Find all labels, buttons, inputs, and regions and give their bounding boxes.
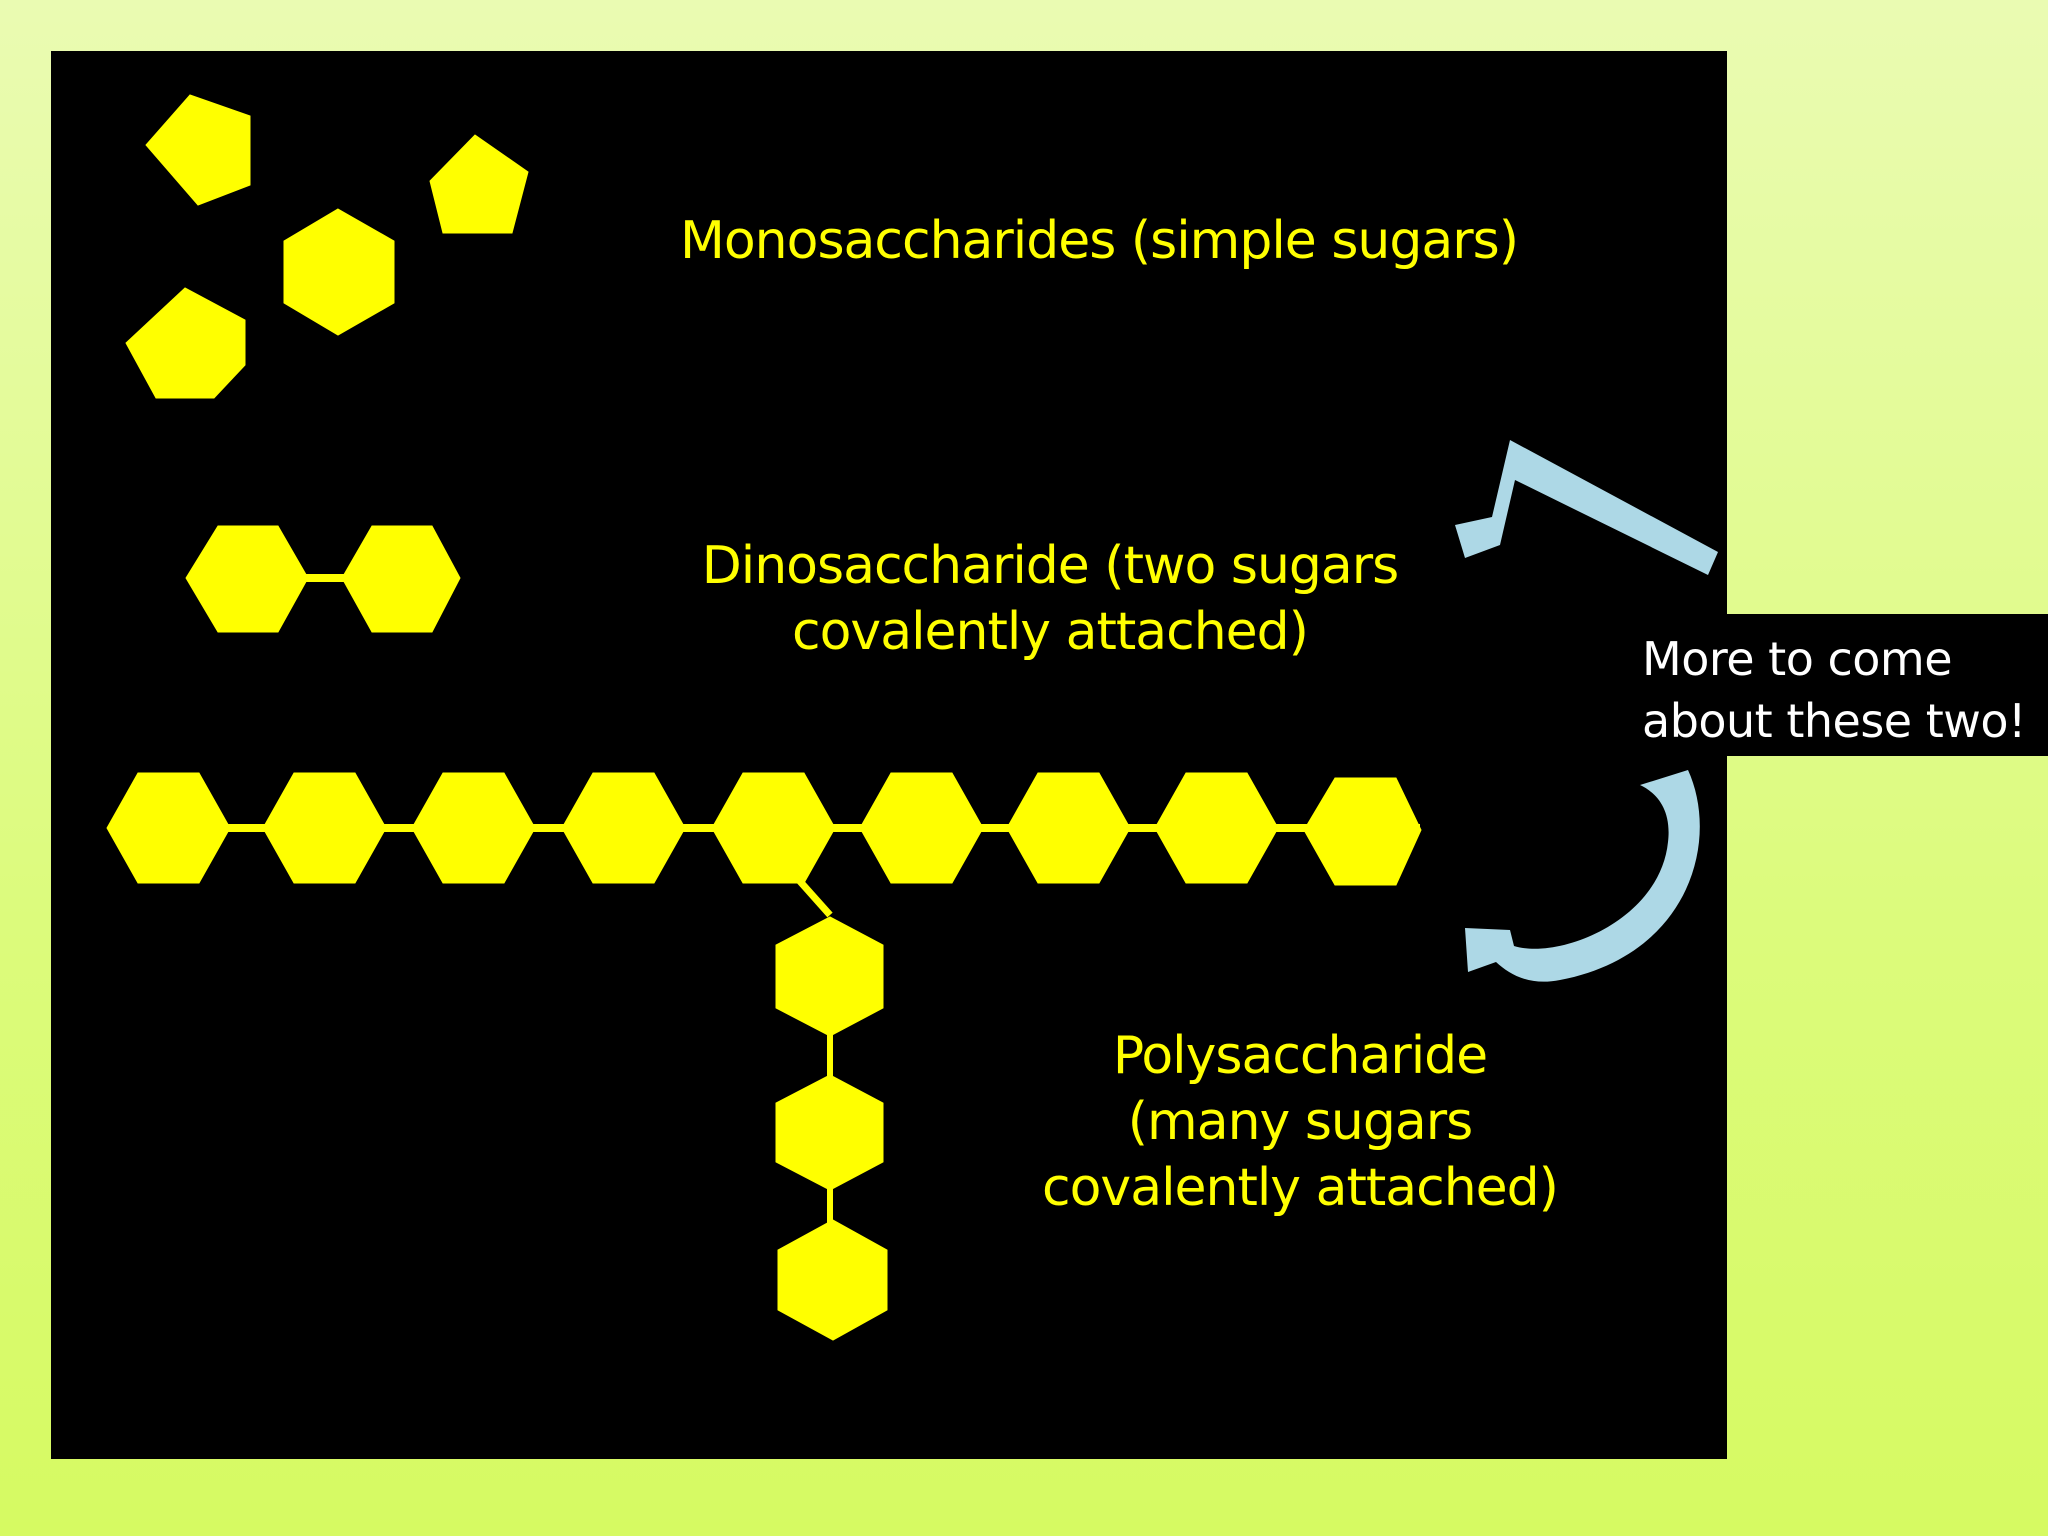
polysaccharide-branch-sugar-3 (777, 1219, 888, 1341)
disaccharide-sugar-2 (341, 525, 461, 633)
polysaccharide-label-line-3: covalently attached) (1042, 1158, 1559, 1218)
monosaccharide-pentagon-small (429, 134, 529, 234)
polysaccharide-label-line-1: Polysaccharide (1112, 1026, 1488, 1086)
disaccharide-label: Dinosaccharide (two sugars covalently at… (600, 533, 1500, 665)
disaccharide-label-line-1: Dinosaccharide (two sugars (701, 536, 1400, 596)
polysaccharide-branch-sugar-2 (775, 1074, 884, 1191)
arrow-to-disaccharide-icon (1455, 440, 1718, 575)
polysaccharide-branch-sugar-1 (775, 916, 884, 1037)
polysaccharide-sugar-7 (1006, 772, 1131, 884)
polysaccharide-sugar-3 (411, 772, 536, 884)
callout-box: More to come about these two! (1620, 614, 2048, 756)
polysaccharide-sugar-9 (1303, 777, 1422, 886)
curved-arrow-to-polysaccharide-icon (1465, 770, 1700, 982)
callout-line-1: More to come (1642, 632, 1953, 686)
polysaccharide-label-line-2: (many sugars (1127, 1092, 1473, 1152)
polysaccharide-sugar-5 (711, 772, 836, 884)
disaccharide-sugar-1 (185, 525, 309, 633)
polysaccharide-sugar-6 (859, 772, 984, 884)
polysaccharide-sugar-2 (262, 772, 387, 884)
monosaccharide-hexagon-1 (283, 208, 395, 336)
disaccharide-label-line-2: covalently attached) (792, 602, 1309, 662)
monosaccharides-label: Monosaccharides (simple sugars) (680, 211, 1519, 271)
polysaccharide-branch-bond (794, 875, 833, 918)
polysaccharide-sugar-1 (106, 772, 231, 884)
callout-line-2: about these two! (1642, 694, 2026, 748)
monosaccharide-pentagon-large (145, 94, 251, 206)
polysaccharide-sugar-4 (561, 772, 686, 884)
polysaccharide-sugar-8 (1154, 772, 1279, 884)
polysaccharide-label: Polysaccharide (many sugars covalently a… (990, 1023, 1610, 1221)
monosaccharide-hexagon-2 (125, 287, 246, 399)
